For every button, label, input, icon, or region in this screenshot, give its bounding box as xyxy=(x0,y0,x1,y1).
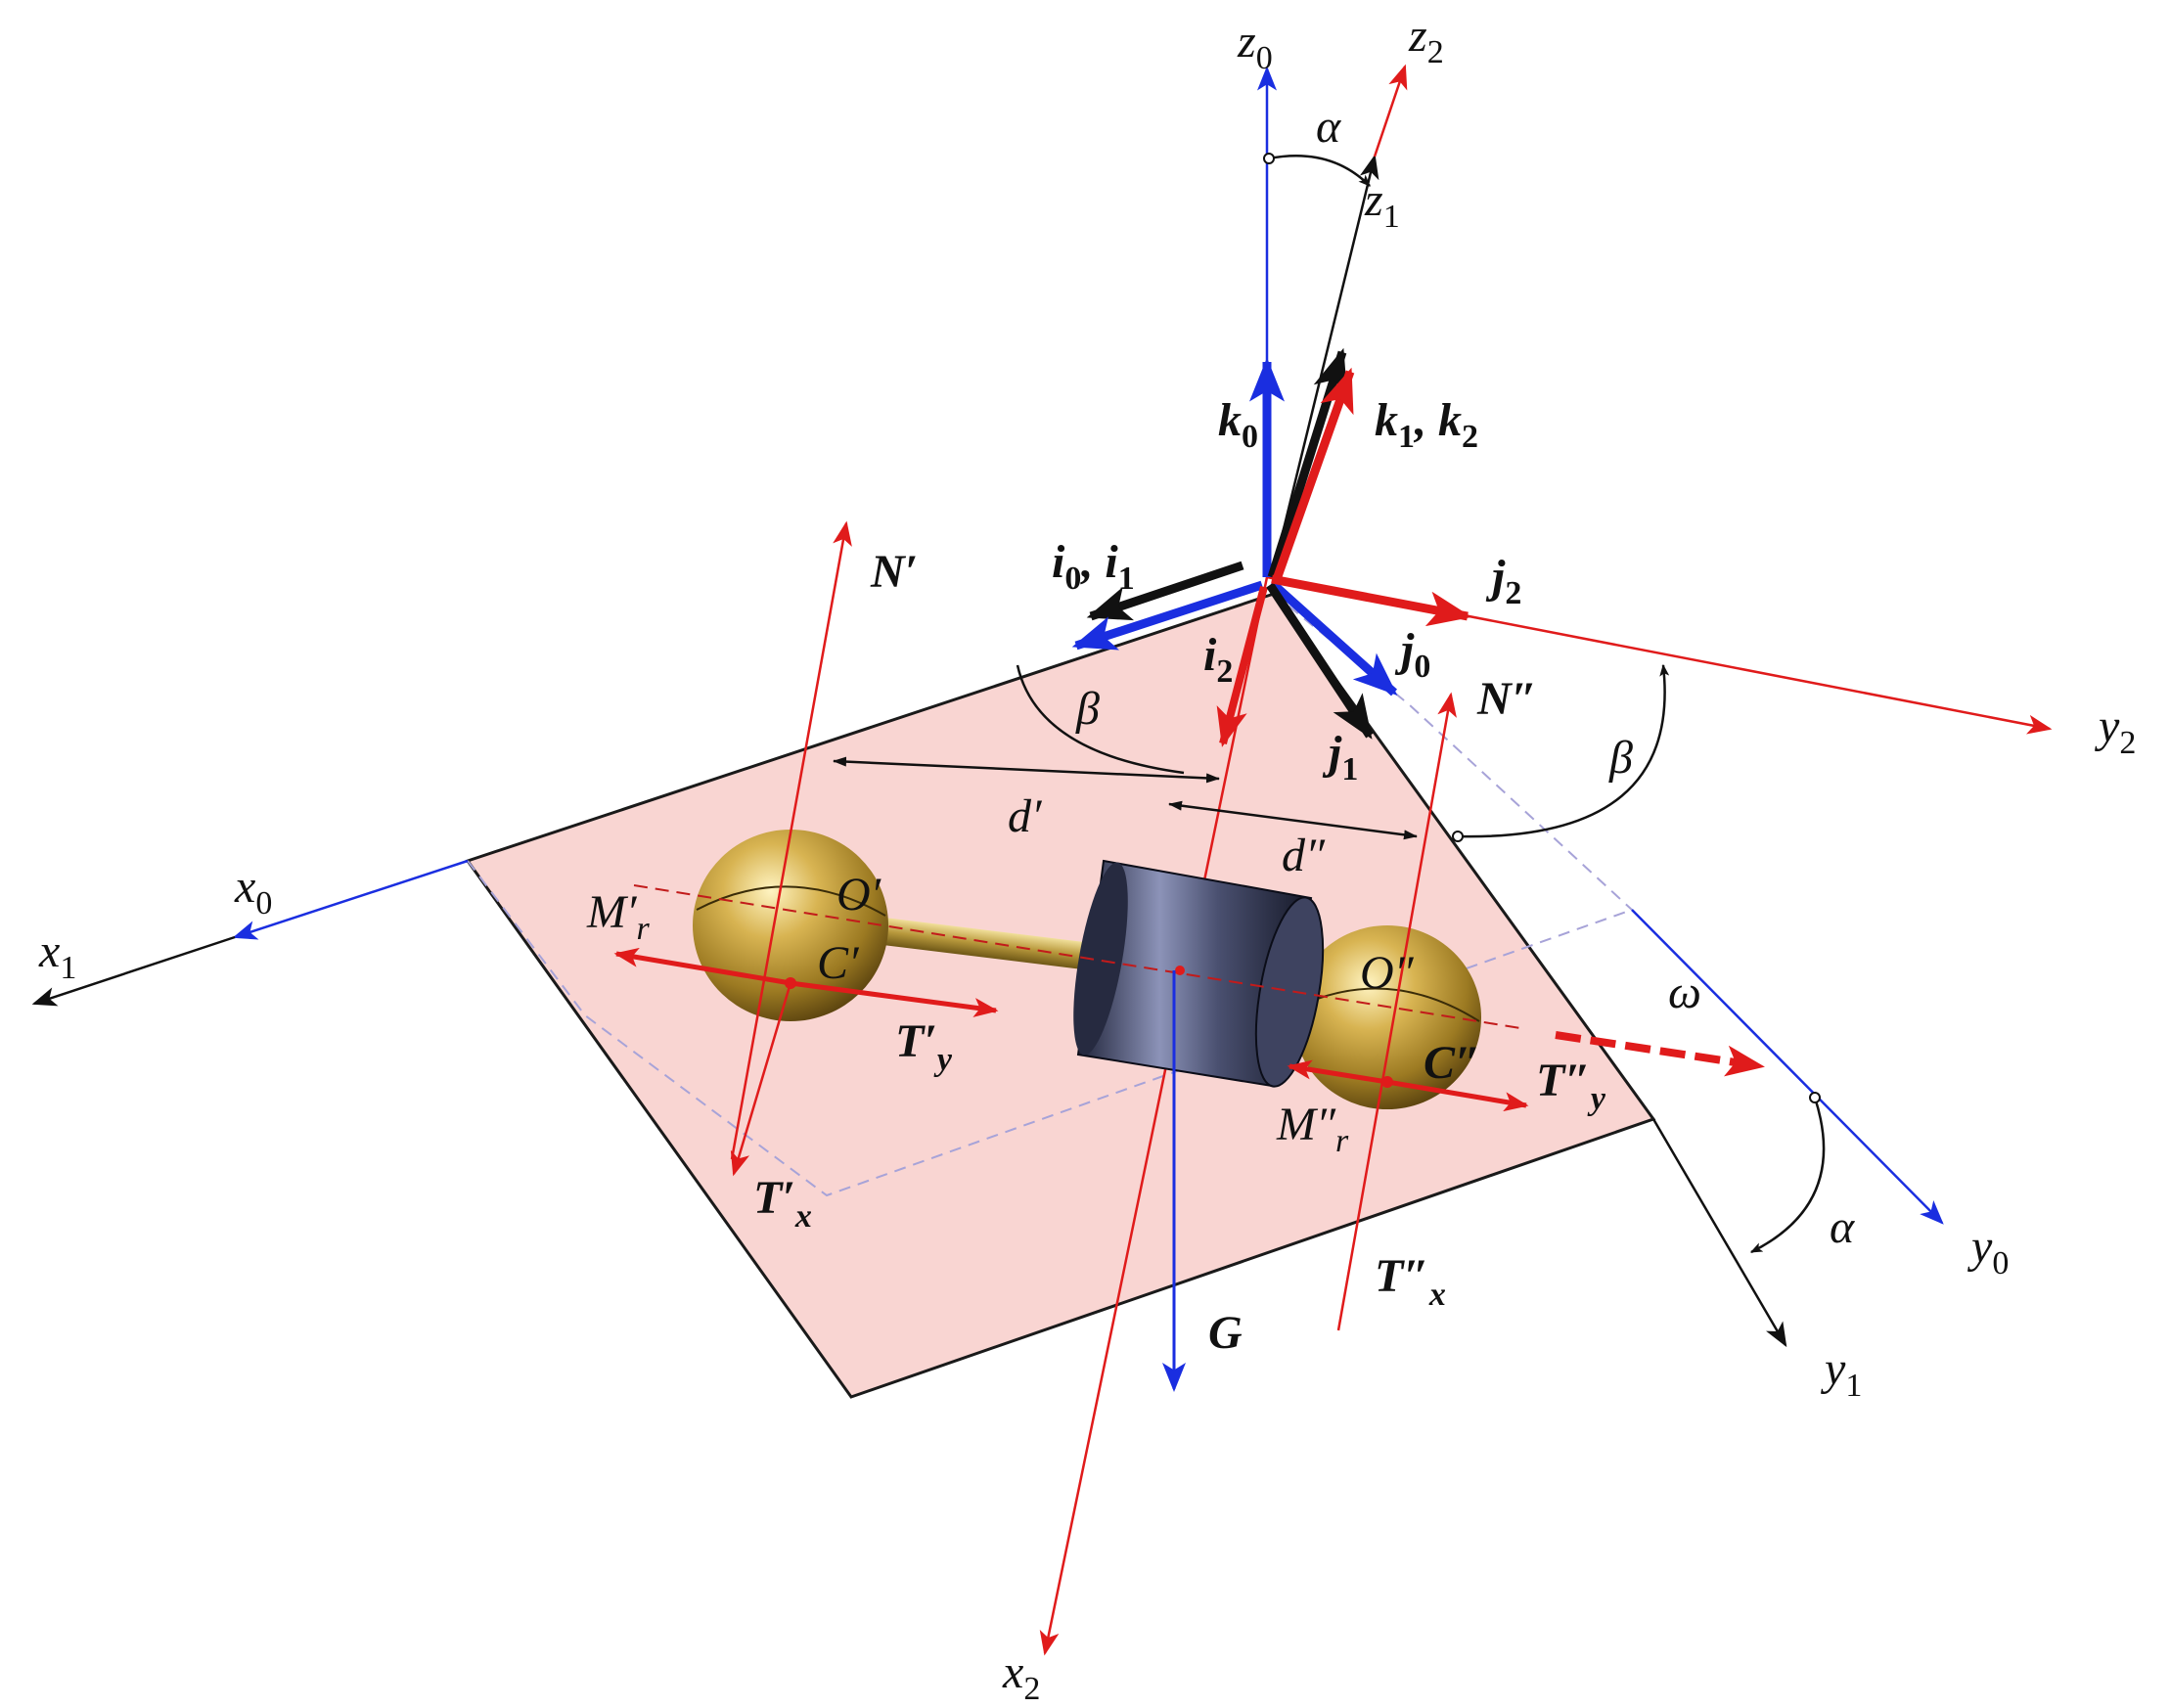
d-prime-dimension xyxy=(833,756,1220,784)
label-beta-left: β xyxy=(1075,683,1100,735)
label-O-prime: O′ xyxy=(836,869,882,921)
label-Ty-prime: T′y xyxy=(895,1015,953,1078)
x2-axis xyxy=(1039,576,1269,1656)
Ty-dprime-vector xyxy=(1386,1079,1529,1112)
label-k1-k2: k1, k2 xyxy=(1375,394,1478,455)
label-x0: x0 xyxy=(234,861,272,921)
j0-vector xyxy=(1268,579,1398,697)
label-Mr-prime: M′r xyxy=(586,886,650,947)
j2-vector xyxy=(1271,574,1472,627)
j1-vector xyxy=(1266,582,1374,740)
Tx-prime-vector xyxy=(730,982,792,1177)
k1-vector xyxy=(1267,347,1348,579)
beta-arc-right xyxy=(1457,663,1670,838)
N-prime-vector xyxy=(730,520,852,1160)
label-x2: x2 xyxy=(1002,1646,1040,1707)
label-i0-i1: i0, i1 xyxy=(1052,536,1135,597)
d-dprime-dimension xyxy=(1168,800,1418,840)
label-j0: j0 xyxy=(1394,624,1430,685)
label-N-dprime: N″ xyxy=(1476,673,1537,725)
label-C-dprime: C″ xyxy=(1424,1037,1481,1089)
label-alpha-top: α xyxy=(1316,101,1341,153)
y0-axis xyxy=(1631,909,1944,1225)
label-Mr-dprime: M″r xyxy=(1276,1099,1349,1159)
label-y2: y2 xyxy=(2094,700,2136,761)
label-Tx-dprime: T″x xyxy=(1375,1250,1446,1313)
angle-arcs xyxy=(1016,153,1826,1254)
label-z1: z1 xyxy=(1364,174,1400,235)
Mr-prime-vector xyxy=(613,947,791,986)
hidden-edge-right xyxy=(1273,593,1633,911)
Mr-dprime-vector xyxy=(1287,1059,1388,1085)
x0-axis xyxy=(232,859,469,940)
label-z2: z2 xyxy=(1408,10,1444,70)
N-dprime-vector xyxy=(1336,692,1457,1331)
label-G: G xyxy=(1208,1307,1243,1359)
label-omega: ω xyxy=(1668,966,1701,1018)
alpha-arc-bottom xyxy=(1749,1097,1826,1254)
Ty-prime-vector xyxy=(790,980,999,1017)
label-N-prime: N′ xyxy=(870,546,918,598)
label-Tx-prime: T′x xyxy=(753,1172,812,1235)
label-j2: j2 xyxy=(1485,551,1521,611)
labels: z0 z2 z1 α k0 k1, k2 i0, i1 i2 j2 j0 j1 … xyxy=(38,10,2136,1707)
forces xyxy=(613,520,1765,1331)
label-beta-right: β xyxy=(1608,732,1633,784)
x1-axis xyxy=(31,935,236,1007)
label-k0: k0 xyxy=(1218,394,1258,455)
dimension-lines xyxy=(833,756,1418,840)
label-Ty-dprime: T″y xyxy=(1536,1055,1606,1117)
label-x1: x1 xyxy=(38,925,76,986)
label-alpha-bottom: α xyxy=(1830,1201,1855,1253)
right-sphere xyxy=(1293,925,1481,1109)
i2-vector xyxy=(1216,585,1268,747)
k2-vector xyxy=(1272,367,1355,581)
label-O-dprime: O″ xyxy=(1360,947,1415,999)
label-i2: i2 xyxy=(1203,629,1233,690)
label-C-prime: C′ xyxy=(817,937,860,989)
label-z0: z0 xyxy=(1237,16,1273,76)
i0-vector xyxy=(1071,580,1264,651)
label-y0: y0 xyxy=(1967,1221,2009,1281)
unit-vectors xyxy=(1071,347,1472,747)
z2-axis xyxy=(1373,64,1408,157)
alpha-arc-top xyxy=(1268,155,1371,187)
i1-vector xyxy=(1086,561,1244,621)
label-d-prime: d′ xyxy=(1008,790,1043,842)
label-y1: y1 xyxy=(1820,1343,1862,1404)
y1-axis xyxy=(1651,1118,1787,1348)
label-d-dprime: d″ xyxy=(1282,830,1326,881)
